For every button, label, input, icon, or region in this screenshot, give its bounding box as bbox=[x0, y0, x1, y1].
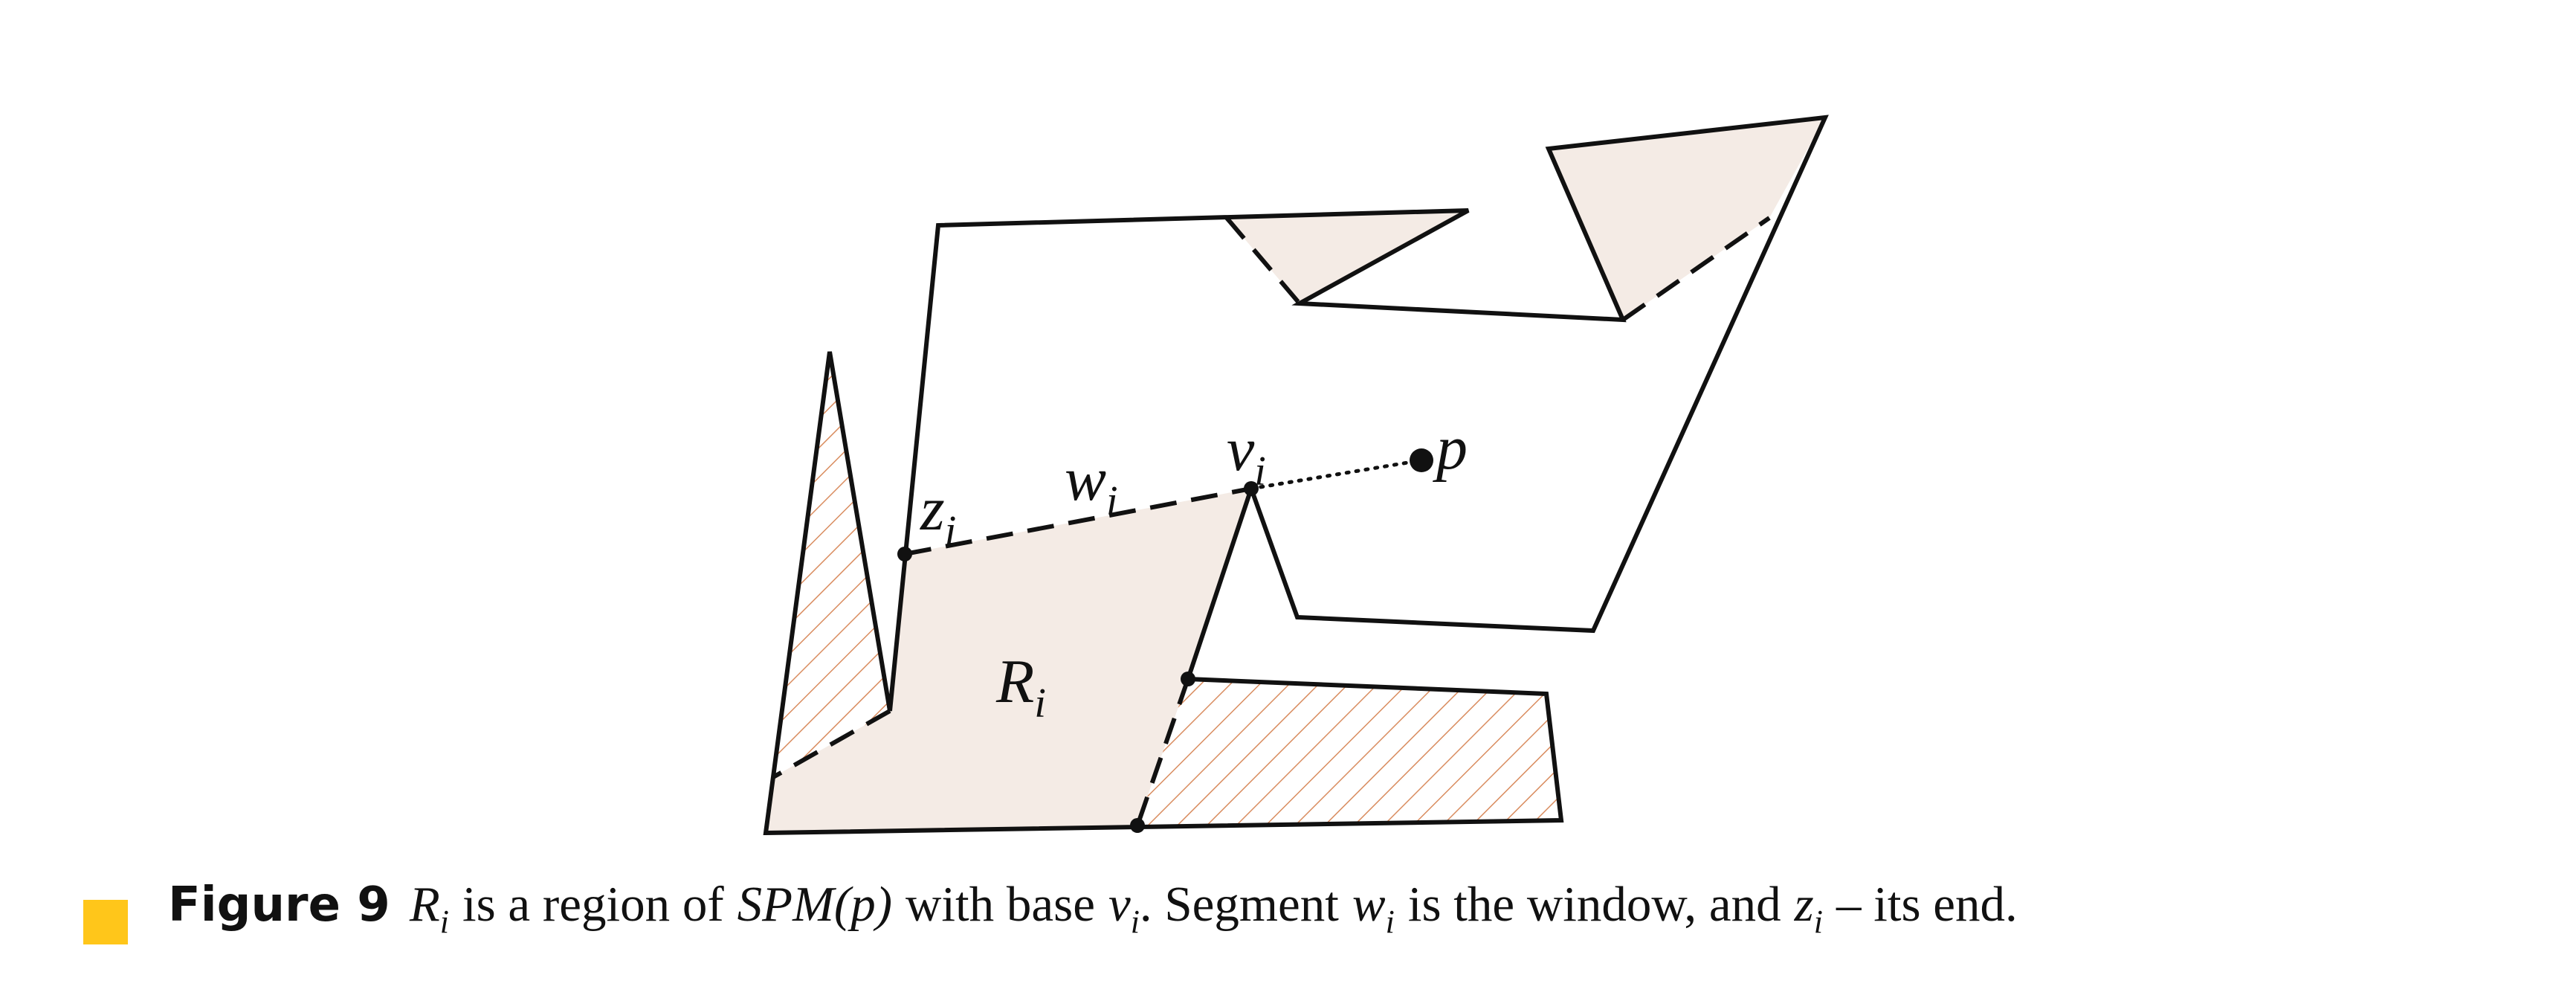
figure-number: Figure 9 bbox=[168, 877, 390, 933]
shaded-pocket-top bbox=[1227, 210, 1468, 303]
shaded-pocket-right bbox=[1549, 117, 1825, 320]
region-r-i bbox=[766, 489, 1251, 833]
caption-w-i: wi bbox=[1352, 877, 1395, 940]
caption-text-2: with base bbox=[906, 877, 1095, 932]
caption-text-5: – its end. bbox=[1836, 877, 2018, 932]
path-p-to-v-i bbox=[1249, 458, 1424, 491]
vertex-v-i bbox=[1244, 481, 1259, 496]
caption-text-4: is the window, and bbox=[1407, 877, 1781, 932]
figure-caption: Figure 9 Ri is a region of SPM(p) with b… bbox=[168, 876, 2018, 940]
dashed-segments bbox=[772, 216, 1771, 826]
caption-v-i: vi bbox=[1108, 877, 1140, 940]
vertex-bottom bbox=[1130, 818, 1145, 833]
vertex-z-i bbox=[897, 547, 912, 561]
caption-spm: SPM(p) bbox=[737, 877, 893, 932]
hatched-region-bottom bbox=[1137, 679, 1561, 825]
figure-diagram: zi wi vi p Ri bbox=[763, 115, 1829, 836]
label-z-i: zi bbox=[920, 474, 956, 554]
polygon-boundary bbox=[763, 115, 1829, 836]
dashed-top-pocket bbox=[1224, 216, 1302, 305]
label-w-i: wi bbox=[1065, 445, 1118, 524]
caption-text-1: is a region of bbox=[462, 877, 724, 932]
dashed-r-boundary bbox=[1135, 678, 1190, 826]
dashed-left-spike bbox=[772, 709, 891, 779]
window-w-i bbox=[904, 486, 1252, 556]
caption-text-3: . Segment bbox=[1139, 877, 1339, 932]
hatched-region-left bbox=[773, 352, 890, 777]
label-p: p bbox=[1433, 413, 1468, 483]
point-p bbox=[1410, 448, 1433, 472]
vertex-mid bbox=[1181, 672, 1195, 686]
caption-marker-square bbox=[83, 900, 128, 944]
dashed-right-pocket bbox=[1621, 216, 1771, 322]
label-r-i: Ri bbox=[995, 647, 1046, 727]
label-v-i: vi bbox=[1227, 415, 1266, 495]
caption-r-i: Ri bbox=[409, 877, 449, 940]
caption-z-i: zi bbox=[1794, 877, 1823, 940]
